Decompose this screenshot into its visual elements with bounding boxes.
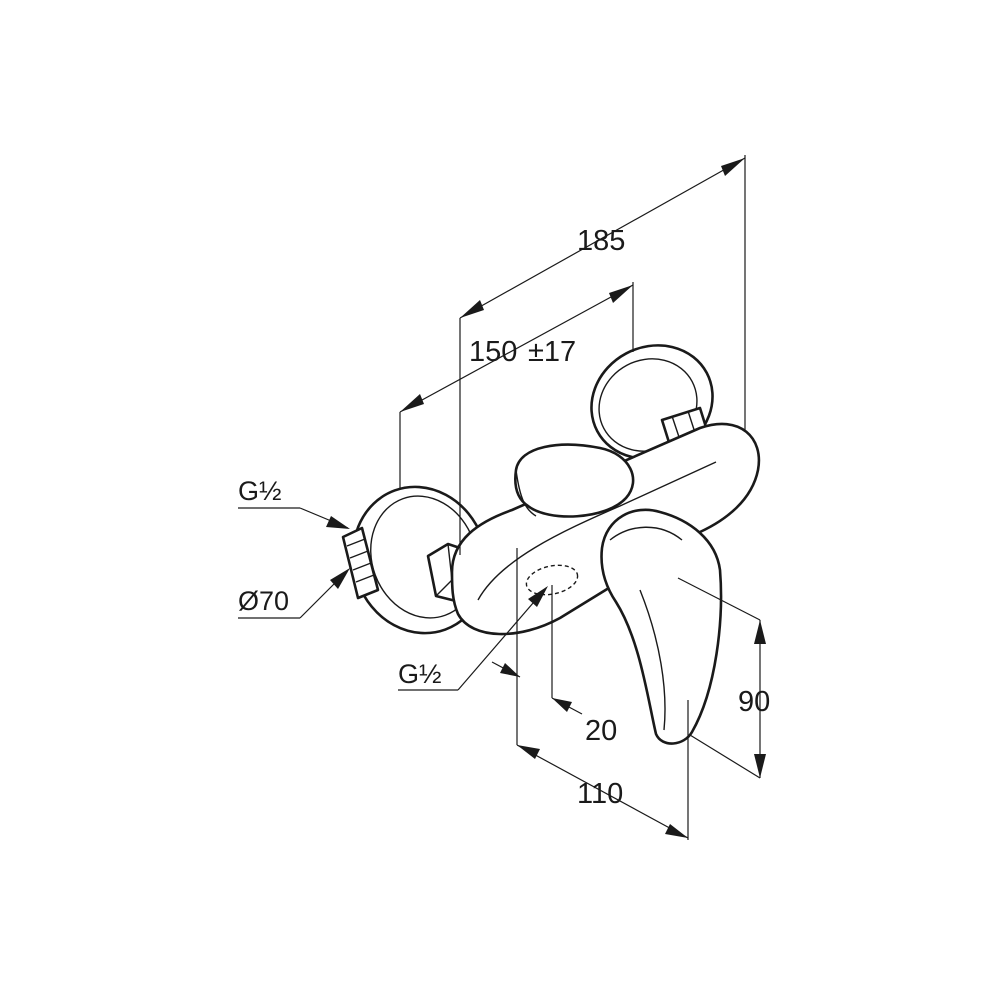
leader-rosette-diameter bbox=[238, 568, 350, 619]
dimension-inlet-spacing bbox=[399, 282, 634, 490]
leader-outlet-thread bbox=[398, 586, 548, 691]
lever-handle bbox=[600, 508, 723, 745]
dimension-outlet-offset bbox=[491, 585, 583, 715]
outlet-opening bbox=[525, 564, 579, 596]
dimension-overall-length bbox=[459, 155, 746, 555]
dimension-body-depth bbox=[516, 548, 689, 840]
label-outlet-offset: 20 bbox=[585, 715, 617, 747]
mixer-body-drawing bbox=[341, 344, 761, 745]
label-inlet-spacing-tolerance: ±17 bbox=[528, 336, 576, 368]
label-outlet-thread: G½ bbox=[398, 659, 442, 689]
label-handle-height: 90 bbox=[738, 686, 770, 718]
label-rosette-diameter: Ø70 bbox=[238, 586, 289, 616]
label-inlet-spacing: 150 bbox=[469, 336, 517, 368]
leader-inlet-thread bbox=[238, 507, 350, 529]
dimension-handle-height bbox=[677, 577, 766, 779]
dimension-labels: 185 150 ±17 90 20 110 G½ Ø70 G½ bbox=[238, 225, 770, 810]
cartridge-cover bbox=[514, 443, 635, 518]
label-inlet-thread: G½ bbox=[238, 476, 282, 506]
label-body-depth: 110 bbox=[577, 778, 623, 810]
mixer-main-body bbox=[450, 422, 761, 636]
label-overall-length: 185 bbox=[577, 225, 625, 257]
inlet-thread-stub bbox=[341, 526, 380, 600]
